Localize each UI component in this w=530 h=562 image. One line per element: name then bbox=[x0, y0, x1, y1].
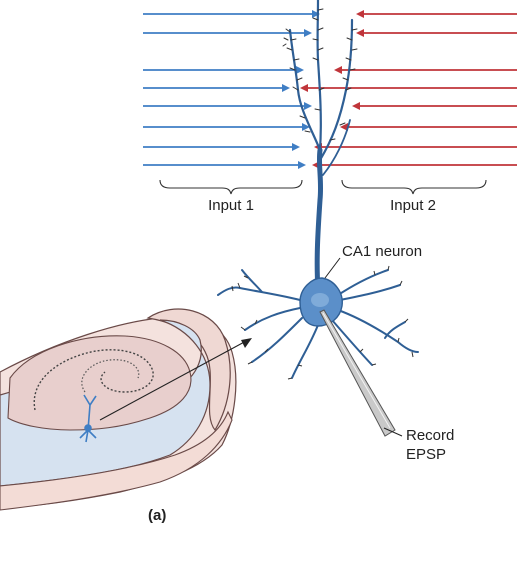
input1-terminal-icon bbox=[298, 161, 306, 169]
input2-terminal-icon bbox=[356, 29, 364, 37]
dendritic-spines bbox=[282, 8, 358, 141]
ca1-neuron bbox=[217, 265, 419, 380]
input1-terminal-icon bbox=[296, 66, 304, 74]
input2-terminal-icon bbox=[340, 123, 348, 131]
input1-terminal-icon bbox=[312, 10, 320, 18]
slice-rim bbox=[146, 308, 231, 432]
input2-terminal-icon bbox=[300, 84, 308, 92]
apical-branch-right2 bbox=[322, 119, 351, 176]
input2-terminal-icon bbox=[356, 10, 364, 18]
basal-spines bbox=[231, 265, 414, 380]
ca1-neuron-label: CA1 neuron bbox=[342, 243, 422, 260]
input1-terminal-icon bbox=[302, 123, 310, 131]
input1-terminal-icon bbox=[304, 29, 312, 37]
input2-label: Input 2 bbox=[390, 197, 436, 214]
soma-highlight bbox=[311, 293, 329, 307]
input2-terminal-icon bbox=[334, 66, 342, 74]
input2-terminal-icon bbox=[352, 102, 360, 110]
neuron-leader bbox=[324, 257, 341, 279]
input1-label: Input 1 bbox=[208, 197, 254, 214]
dentate-gyrus bbox=[81, 359, 140, 393]
hippocampal-slice bbox=[0, 308, 252, 511]
magnify-arrow bbox=[99, 339, 249, 421]
slice-front-edge bbox=[0, 410, 233, 511]
magnify-arrow-head bbox=[241, 338, 252, 348]
apical-dendrites bbox=[282, 0, 358, 293]
record-label-line1: Record bbox=[406, 427, 454, 444]
input1-terminal-icon bbox=[304, 102, 312, 110]
record-label-line2: EPSP bbox=[406, 446, 446, 463]
electrode-highlight bbox=[322, 312, 391, 429]
input2-brace bbox=[341, 179, 487, 195]
record-leader bbox=[383, 427, 403, 437]
panel-label: (a) bbox=[148, 507, 166, 524]
slice-neuron bbox=[79, 394, 97, 443]
input1-brace bbox=[159, 179, 303, 195]
apical-branch-mid bbox=[316, 0, 322, 152]
apical-trunk bbox=[314, 147, 324, 293]
recording-electrode bbox=[319, 309, 403, 437]
ca-cell-layer bbox=[33, 349, 154, 411]
input1-terminal-icon bbox=[282, 84, 290, 92]
input1-terminal-icon bbox=[292, 143, 300, 151]
input-axons bbox=[143, 10, 517, 169]
